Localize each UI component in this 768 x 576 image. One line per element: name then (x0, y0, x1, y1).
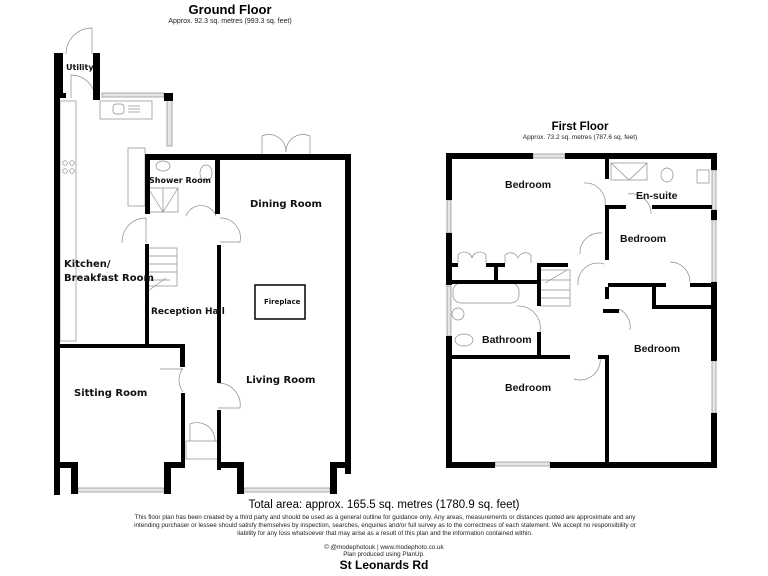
room-label-kitchen-line2: Breakfast Room (64, 273, 154, 284)
disclaimer-text: This floor plan has been created by a th… (134, 514, 636, 537)
room-label-living-room: Living Room (246, 375, 316, 386)
total-area: Total area: approx. 165.5 sq. metres (17… (248, 499, 520, 511)
room-label-utility: Utility (66, 63, 94, 72)
room-label-reception-hall: Reception Hall (151, 307, 225, 317)
room-label-dining-room: Dining Room (250, 199, 322, 210)
room-label-bedroom-2: Bedroom (620, 233, 667, 245)
ground-floor-area: Approx. 92.3 sq. metres (993.3 sq. feet) (168, 18, 292, 25)
room-label-bedroom-4: Bedroom (634, 343, 681, 355)
room-label-bedroom-1: Bedroom (505, 179, 552, 191)
street-name: St Leonards Rd (339, 558, 429, 572)
copyright-link[interactable]: © @modephotouk | www.modephoto.co.uk (324, 544, 444, 551)
first-floor-area: Approx. 73.2 sq. metres (787.6 sq. feet) (522, 134, 638, 141)
room-label-kitchen-line1: Kitchen/ (64, 259, 111, 270)
fireplace-label: Fireplace (264, 298, 301, 306)
room-label-sitting-room: Sitting Room (74, 388, 148, 399)
produced-by-text: Plan produced using PlanUp. (343, 551, 425, 558)
first-floor-title: First Floor (551, 121, 609, 133)
room-label-shower-room: Shower Room (149, 176, 211, 185)
room-label-bedroom-3: Bedroom (505, 382, 552, 394)
ground-floor-title: Ground Floor (188, 2, 272, 17)
room-label-en-suite: En-suite (636, 190, 678, 202)
room-label-bathroom: Bathroom (482, 334, 532, 346)
